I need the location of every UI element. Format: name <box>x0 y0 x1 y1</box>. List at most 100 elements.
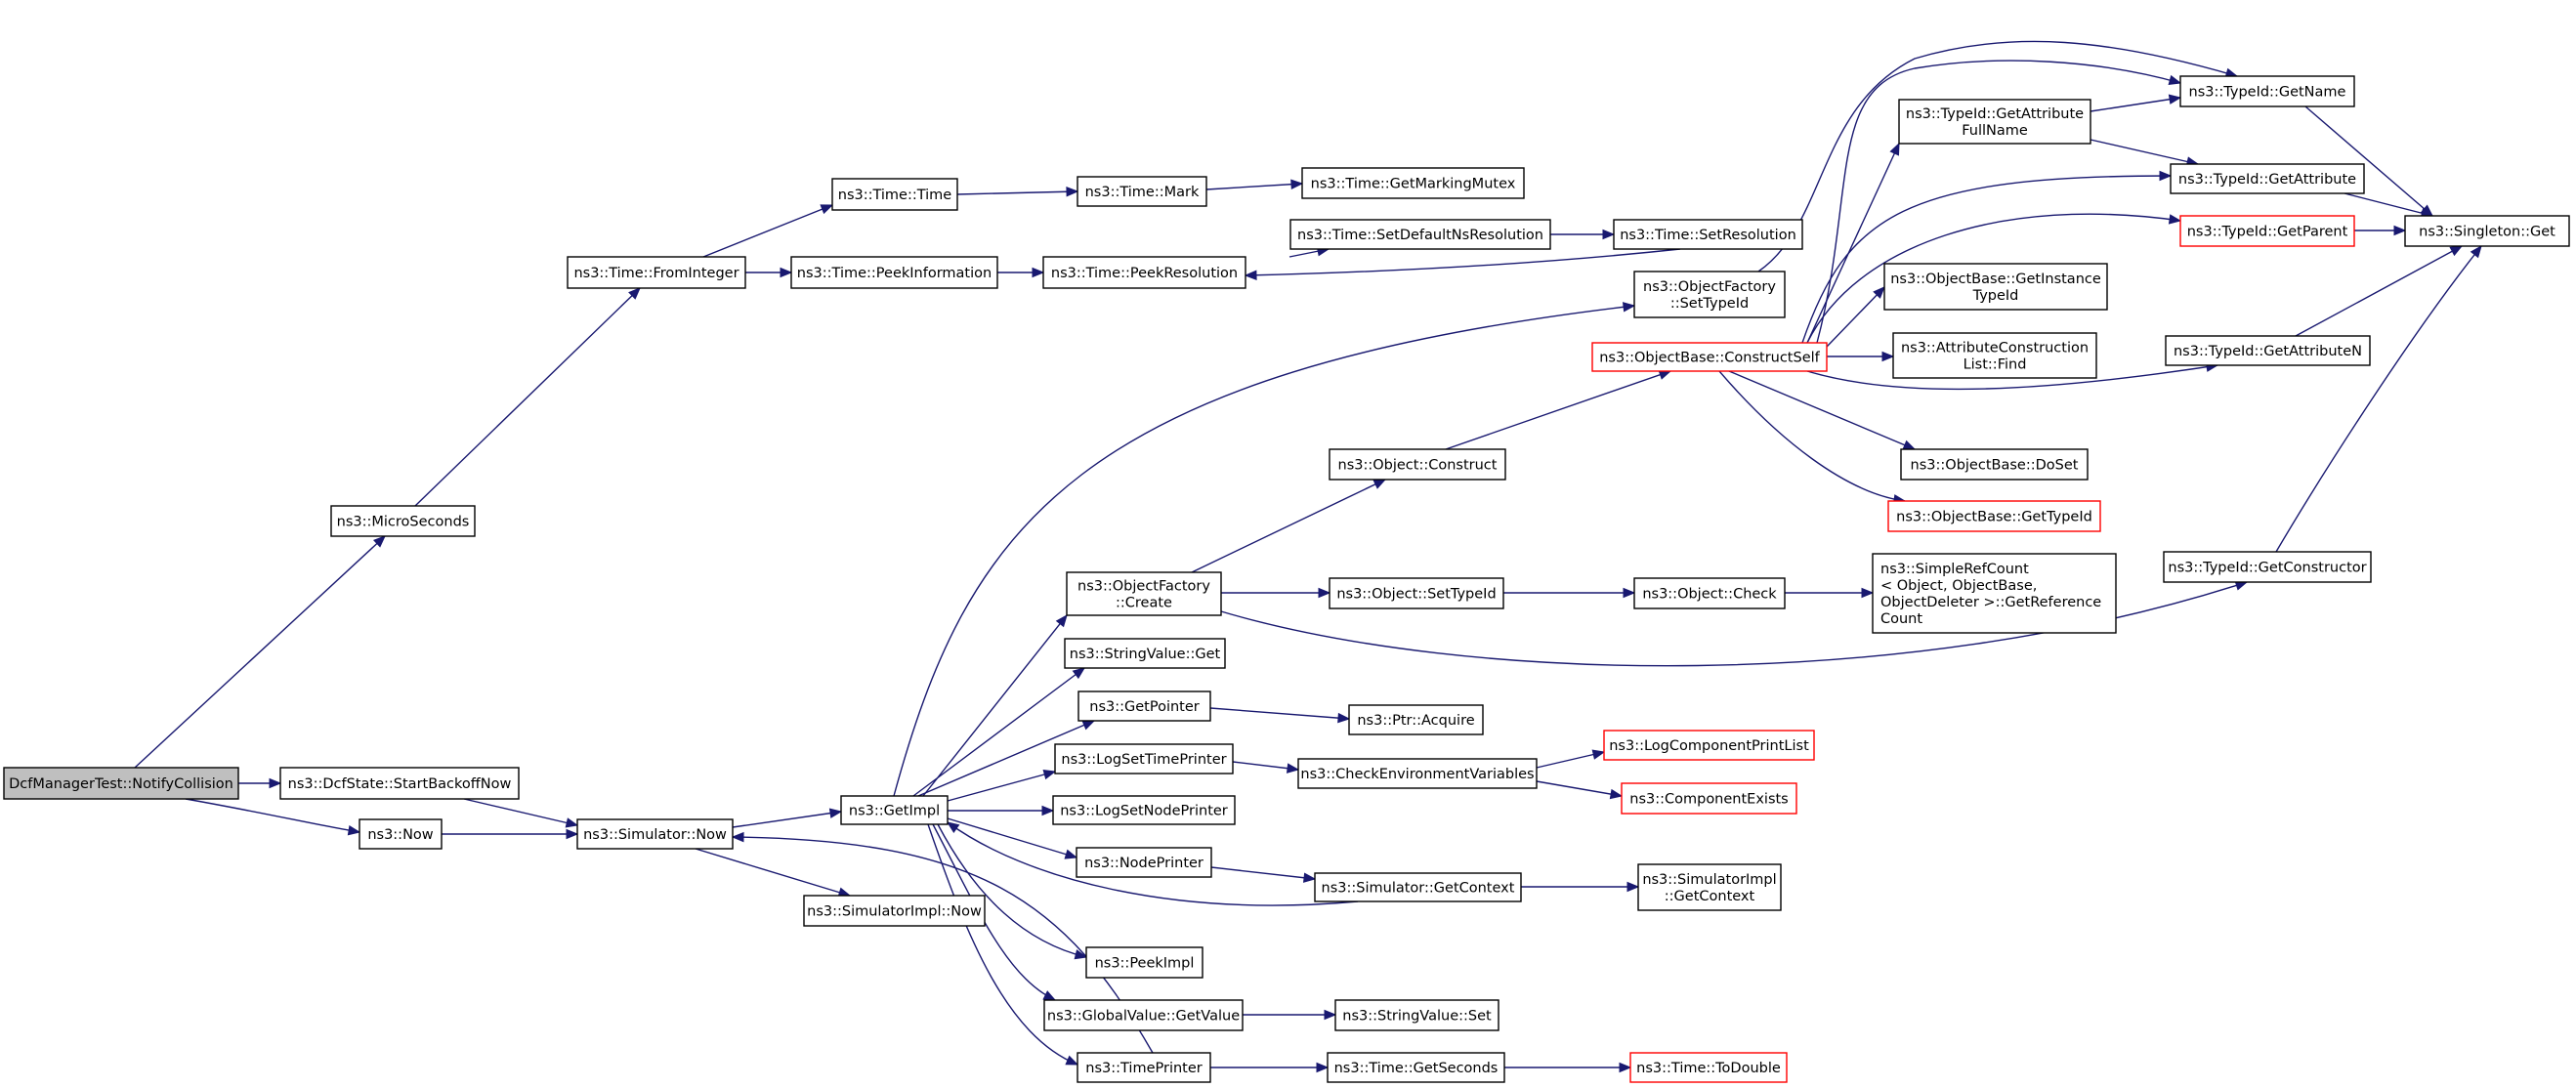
node-label: ns3::Time::SetDefaultNsResolution <box>1297 228 1543 243</box>
node-label: ::GetContext <box>1665 889 1755 904</box>
edge-arrowhead <box>1286 763 1300 774</box>
edge-line <box>185 798 360 833</box>
node-getimpl[interactable]: ns3::GetImpl <box>840 795 949 825</box>
node-checkenv[interactable]: ns3::CheckEnvironmentVariables <box>1297 758 1538 789</box>
node-box <box>1076 847 1212 878</box>
node-doset[interactable]: ns3::ObjectBase::DoSet <box>1900 448 2089 481</box>
node-peekres[interactable]: ns3::Time::PeekResolution <box>1042 256 1246 289</box>
node-box <box>1629 1052 1788 1083</box>
node-nodeprinter[interactable]: ns3::NodePrinter <box>1076 847 1212 878</box>
node-getname[interactable]: ns3::TypeId::GetName <box>2179 75 2355 107</box>
edge-arrowhead <box>946 821 960 833</box>
edge-arrowhead <box>780 267 793 278</box>
node-setres[interactable]: ns3::Time::SetResolution <box>1613 219 1803 250</box>
edge-getimpl-to-getpointer <box>917 720 1096 797</box>
call-nodes: DcfManagerTest::NotifyCollision ns3::Micr… <box>3 75 2570 1083</box>
node-strget[interactable]: ns3::StringValue::Get <box>1064 638 1226 669</box>
edge-line <box>947 771 1056 802</box>
edge-constructself-to-doset <box>1728 370 1917 450</box>
node-simgetctx[interactable]: ns3::Simulator::GetContext <box>1314 872 1522 902</box>
edge-getctor-to-singleton <box>2275 244 2482 553</box>
node-singleton[interactable]: ns3::Singleton::Get <box>2404 215 2570 247</box>
node-now[interactable]: ns3::Now <box>359 818 443 850</box>
node-label: ns3::Singleton::Get <box>2419 225 2555 240</box>
node-objconstruct[interactable]: ns3::Object::Construct <box>1329 448 1506 481</box>
node-objsettypeid[interactable]: ns3::Object::SetTypeId <box>1329 577 1504 609</box>
edge-arrowhead <box>1318 587 1331 599</box>
node-getmarking[interactable]: ns3::Time::GetMarkingMutex <box>1301 167 1525 199</box>
edge-line <box>1718 370 1906 502</box>
node-root: DcfManagerTest::NotifyCollision <box>3 767 239 800</box>
node-label: ns3::Ptr::Acquire <box>1357 713 1474 729</box>
edge-arrowhead <box>820 204 834 215</box>
node-box <box>2179 215 2355 247</box>
node-label: ns3::LogSetTimePrinter <box>1061 752 1226 768</box>
node-gettypeid[interactable]: ns3::ObjectBase::GetTypeId <box>1887 500 2101 532</box>
node-timemark[interactable]: ns3::Time::Mark <box>1077 176 1207 207</box>
node-box <box>1334 999 1499 1031</box>
edge-line <box>1801 175 2172 344</box>
node-logcomp[interactable]: ns3::LogComponentPrintList <box>1603 730 1815 761</box>
edge-arrowhead <box>269 777 282 789</box>
edge-line <box>1806 364 2218 391</box>
node-getparent[interactable]: ns3::TypeId::GetParent <box>2179 215 2355 247</box>
node-getattrn[interactable]: ns3::TypeId::GetAttributeN <box>2165 335 2371 366</box>
node-label: ::SetTypeId <box>1670 296 1749 312</box>
node-simimplctx[interactable]: ns3::SimulatorImpl::GetContext <box>1637 863 1782 911</box>
node-timetime[interactable]: ns3::Time::Time <box>831 178 958 211</box>
node-gvgetvalue[interactable]: ns3::GlobalValue::GetValue <box>1043 999 1244 1031</box>
edge-checkenv-to-logcomp <box>1536 749 1606 769</box>
edge-line <box>702 204 833 258</box>
edge-arrowhead <box>1861 587 1875 599</box>
node-getctor[interactable]: ns3::TypeId::GetConstructor <box>2163 551 2372 583</box>
edge-constructself-to-getparent <box>1806 213 2182 344</box>
node-label: ns3::ObjectBase::GetInstance <box>1890 272 2101 287</box>
node-label: ns3::GlobalValue::GetValue <box>1047 1009 1240 1025</box>
edge-getimpl-to-peekimpl <box>937 823 1088 960</box>
node-box <box>1621 782 1797 815</box>
node-label: ns3::SimpleRefCount <box>1880 562 2029 577</box>
node-todouble[interactable]: ns3::Time::ToDouble <box>1629 1052 1788 1083</box>
edge-arrowhead <box>1591 749 1606 760</box>
edge-line <box>947 817 1077 858</box>
node-ptracquire[interactable]: ns3::Ptr::Acquire <box>1348 704 1484 735</box>
edge-objsettypeid-to-objcheck <box>1503 587 1636 599</box>
node-getattribute[interactable]: ns3::TypeId::GetAttribute <box>2170 163 2365 194</box>
edge-arrowhead <box>1602 229 1616 240</box>
node-objcheck[interactable]: ns3::Object::Check <box>1633 577 1786 609</box>
edge-arrowhead <box>1041 805 1055 816</box>
node-logsettime[interactable]: ns3::LogSetTimePrinter <box>1054 743 1234 774</box>
node-label: ns3::TypeId::GetParent <box>2187 225 2348 240</box>
node-peekinfo[interactable]: ns3::Time::PeekInformation <box>790 256 998 289</box>
edge-getimpl-to-logsettime <box>947 769 1057 802</box>
edge-line <box>1806 143 1900 344</box>
node-getseconds[interactable]: ns3::Time::GetSeconds <box>1327 1052 1505 1083</box>
node-box <box>1883 263 2108 311</box>
node-compexists[interactable]: ns3::ComponentExists <box>1621 782 1797 815</box>
node-setdefault[interactable]: ns3::Time::SetDefaultNsResolution <box>1289 219 1551 250</box>
node-getpointer[interactable]: ns3::GetPointer <box>1077 690 1211 722</box>
node-simnow[interactable]: ns3::Simulator::Now <box>576 818 734 850</box>
node-timeprinter[interactable]: ns3::TimePrinter <box>1077 1052 1211 1083</box>
edge-objconstruct-to-constructself <box>1445 369 1672 450</box>
node-constructself[interactable]: ns3::ObjectBase::ConstructSelf <box>1591 342 1828 372</box>
edge-arrowhead <box>565 817 579 828</box>
node-objfcreate[interactable]: ns3::ObjectFactory::Create <box>1066 571 1222 616</box>
edge-getimpl-to-timeprinter <box>927 823 1079 1066</box>
node-peekimpl[interactable]: ns3::PeekImpl <box>1085 946 1204 979</box>
node-microseconds[interactable]: ns3::MicroSeconds <box>330 505 476 537</box>
node-refcount[interactable]: ns3::SimpleRefCount< Object, ObjectBase,… <box>1872 553 2117 634</box>
node-label: ns3::Time::GetSeconds <box>1334 1061 1499 1076</box>
edge-microseconds-to-fromint <box>414 287 641 507</box>
edge-logsettime-to-checkenv <box>1232 761 1300 774</box>
node-objfsettypeid[interactable]: ns3::ObjectFactory::SetTypeId <box>1633 271 1786 318</box>
node-strset[interactable]: ns3::StringValue::Set <box>1334 999 1499 1031</box>
edge-constructself-to-getattribute <box>1801 170 2173 344</box>
node-fromint[interactable]: ns3::Time::FromInteger <box>567 256 746 289</box>
node-simimplnow[interactable]: ns3::SimulatorImpl::Now <box>803 895 986 927</box>
node-logsetnode[interactable]: ns3::LogSetNodePrinter <box>1052 795 1236 825</box>
node-startbackoff[interactable]: ns3::DcfState::StartBackoffNow <box>279 767 520 800</box>
